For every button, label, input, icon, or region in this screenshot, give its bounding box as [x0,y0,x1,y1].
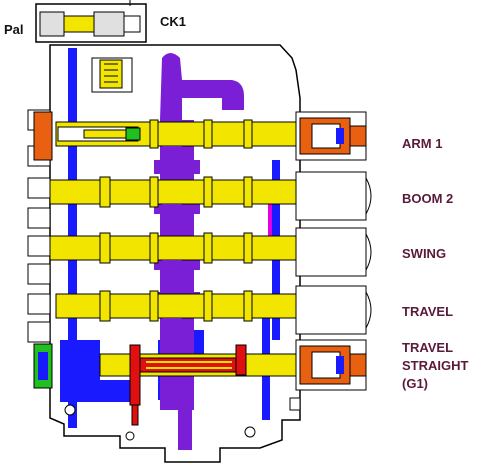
spool-swing [49,232,303,264]
right-actuator-travel-straight [295,339,367,391]
spool-travel [55,290,303,322]
label-boom2: BOOM 2 [402,191,453,206]
label-arm1: ARM 1 [402,136,442,151]
right-cap-travel [295,285,372,335]
label-travel-straight-line3: (G1) [402,376,428,391]
label-travel-straight-line1: TRAVEL [402,340,453,355]
spool-travel-straight [99,344,303,426]
right-actuator-arm1 [295,111,367,161]
top-pilot-block [35,0,147,43]
magenta-pilot-line [268,180,272,240]
spool-arm1 [55,119,303,149]
label-travel: TRAVEL [402,304,453,319]
label-travel-straight-line2: STRAIGHT [402,358,469,373]
label-pal: Pal [4,22,24,37]
spool-boom2 [49,176,303,208]
left-end-caps [33,111,53,389]
label-swing: SWING [402,246,446,261]
right-cap-swing [295,227,372,277]
upper-cavity [91,57,133,93]
label-ck1: CK1 [160,14,186,29]
body-bolts [64,397,301,441]
right-cap-boom2 [295,171,372,221]
spool-notches [162,146,182,328]
